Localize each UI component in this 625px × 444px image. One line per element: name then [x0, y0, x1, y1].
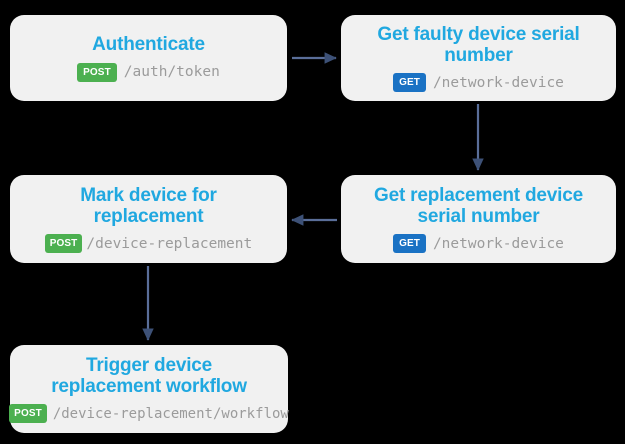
- node-trigger-device-replacement-workflow[interactable]: Trigger device replacement workflow POST…: [9, 345, 289, 433]
- node-title: Authenticate: [92, 34, 205, 56]
- method-badge-post: POST: [77, 62, 117, 82]
- node-authenticate[interactable]: Authenticate POST /auth/token: [10, 15, 287, 101]
- endpoint-path: /network-device: [432, 74, 564, 91]
- endpoint-row: POST /device-replacement/workflow: [9, 404, 289, 424]
- node-title: Trigger device replacement workflow: [51, 354, 247, 397]
- node-title: Get faulty device serial number: [377, 23, 580, 66]
- endpoint-path: /network-device: [432, 235, 564, 252]
- endpoint-path: /auth/token: [123, 63, 220, 80]
- endpoint-row: POST /device-replacement: [44, 234, 253, 254]
- node-mark-device-for-replacement[interactable]: Mark device for replacement POST /device…: [10, 175, 287, 263]
- endpoint-path: /device-replacement/workflow: [52, 405, 289, 422]
- method-badge-post: POST: [44, 234, 83, 254]
- method-badge-get: GET: [393, 73, 426, 93]
- endpoint-row: GET /network-device: [393, 73, 564, 93]
- node-get-replacement-device-serial-number[interactable]: Get replacement device serial number GET…: [341, 175, 616, 263]
- node-title: Get replacement device serial number: [374, 184, 583, 227]
- endpoint-path: /device-replacement: [86, 235, 253, 252]
- node-title: Mark device for replacement: [80, 184, 217, 227]
- node-get-faulty-device-serial-number[interactable]: Get faulty device serial number GET /net…: [341, 15, 616, 101]
- endpoint-row: POST /auth/token: [77, 62, 220, 82]
- method-badge-get: GET: [393, 234, 426, 254]
- endpoint-row: GET /network-device: [393, 234, 564, 254]
- method-badge-post: POST: [9, 404, 47, 424]
